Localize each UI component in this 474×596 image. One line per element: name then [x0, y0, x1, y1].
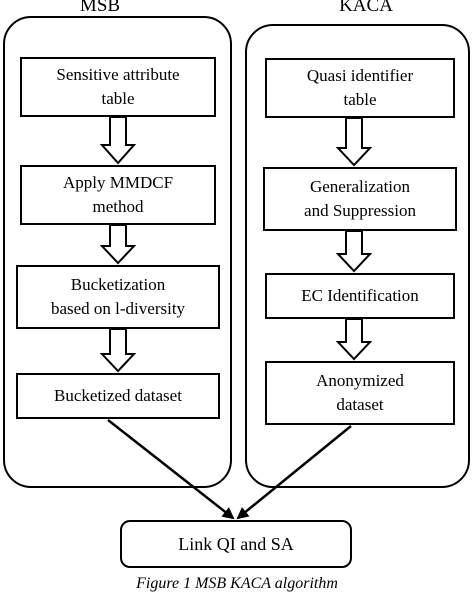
kaca-step-quasi-identifier-table: Quasi identifier table	[265, 58, 455, 118]
msb-step-1-line-1: Sensitive attribute	[56, 65, 180, 84]
kaca-step-generalization-suppression: Generalization and Suppression	[263, 167, 457, 231]
kaca-step-2-line-1: Generalization	[309, 177, 411, 196]
msb-panel-title: MSB	[79, 0, 121, 16]
msb-step-bucketized-dataset: Bucketized dataset	[16, 373, 220, 419]
msb-step-4-line-1: Bucketized dataset	[54, 386, 182, 405]
kaca-panel-title: KACA	[339, 0, 393, 16]
msb-step-3-line-2: based on l-diversity	[50, 299, 186, 318]
kaca-step-4-line-2: dataset	[336, 395, 384, 414]
final-step-label: Link QI and SA	[178, 534, 294, 554]
kaca-step-anonymized-dataset: Anonymized dataset	[265, 361, 455, 425]
msb-step-apply-mmdcf: Apply MMDCF method	[20, 165, 216, 225]
kaca-step-4-line-1: Anonymized	[316, 371, 404, 390]
msb-step-sensitive-attribute-table: Sensitive attribute table	[20, 57, 216, 117]
msb-step-3-line-1: Bucketization	[70, 275, 166, 294]
kaca-step-ec-identification: EC Identification	[265, 273, 455, 319]
kaca-step-2-line-2: and Suppression	[304, 201, 416, 220]
msb-step-1-line-2: table	[101, 89, 135, 108]
final-step-link-qi-sa: Link QI and SA	[120, 520, 352, 568]
figure-caption: Figure 1 MSB KACA algorithm	[136, 575, 338, 592]
kaca-step-3-line-1: EC Identification	[301, 286, 419, 305]
msb-step-bucketization: Bucketization based on l-diversity	[16, 265, 220, 329]
msb-step-2-line-1: Apply MMDCF	[62, 173, 174, 192]
kaca-step-1-line-2: table	[343, 90, 377, 109]
kaca-panel	[245, 24, 470, 488]
msb-step-2-line-2: method	[92, 197, 144, 216]
kaca-step-1-line-1: Quasi identifier	[306, 66, 414, 85]
